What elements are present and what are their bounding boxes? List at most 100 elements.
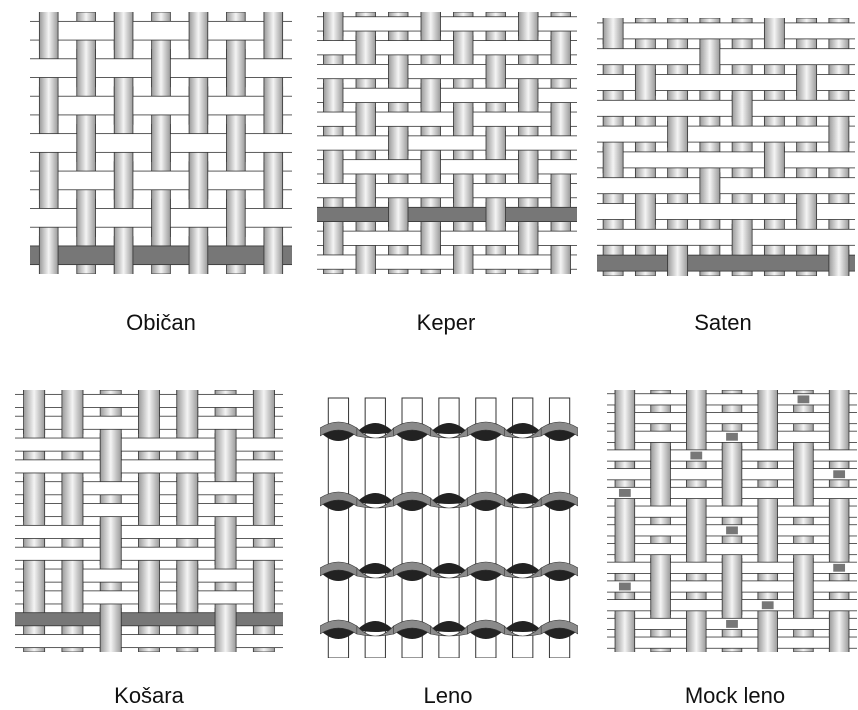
- warp-float: [215, 630, 236, 652]
- warp-float: [62, 390, 83, 412]
- warp-float: [177, 390, 198, 412]
- warp-float: [686, 521, 706, 541]
- weave-mock-leno-diagram: [607, 390, 857, 652]
- warp-float: [177, 564, 198, 587]
- warp-float: [253, 390, 274, 412]
- warp-float: [100, 521, 121, 544]
- warp-float: [829, 390, 849, 409]
- warp-float: [114, 12, 133, 50]
- warp-float: [227, 49, 246, 87]
- warp-float: [797, 198, 817, 225]
- warp-float: [253, 586, 274, 609]
- weft-thread: [30, 96, 292, 115]
- warp-float: [794, 483, 814, 503]
- warp-float: [253, 499, 274, 522]
- warp-float: [177, 499, 198, 522]
- warp-float: [227, 199, 246, 237]
- warp-float: [519, 226, 539, 251]
- warp-float: [100, 433, 121, 456]
- warp-float: [829, 521, 849, 541]
- weft-thread: [597, 23, 855, 39]
- accent-mark: [619, 583, 631, 591]
- warp-float: [62, 564, 83, 587]
- warp-float: [651, 558, 671, 578]
- warp-float: [758, 521, 778, 541]
- warp-float: [686, 390, 706, 409]
- weave-obican: [30, 12, 292, 274]
- weft-thread: [30, 246, 292, 265]
- warp-float: [732, 95, 752, 122]
- warp-float: [454, 250, 474, 274]
- weave-mock-leno: [607, 390, 857, 652]
- accent-mark: [726, 433, 738, 441]
- warp-float: [24, 477, 45, 500]
- warp-float: [114, 86, 133, 124]
- accent-mark: [726, 620, 738, 628]
- warp-float: [215, 521, 236, 544]
- weave-kosara: [15, 390, 283, 652]
- warp-float: [603, 147, 623, 174]
- weft-thread: [597, 229, 855, 245]
- warp-float: [829, 427, 849, 447]
- warp-float: [797, 69, 817, 96]
- weave-keper-diagram: [317, 12, 577, 274]
- weft-thread: [15, 438, 283, 451]
- weave-saten: [597, 18, 855, 276]
- label-mock-leno: Mock leno: [600, 683, 858, 709]
- warp-float: [138, 477, 159, 500]
- accent-mark: [798, 395, 810, 403]
- warp-float: [62, 477, 83, 500]
- warp-float: [829, 539, 849, 559]
- warp-float: [454, 178, 474, 203]
- weave-saten-diagram: [597, 18, 855, 276]
- warp-float: [177, 586, 198, 609]
- warp-float: [486, 131, 506, 156]
- warp-float: [77, 49, 96, 87]
- warp-float: [829, 614, 849, 634]
- accent-mark: [833, 564, 845, 572]
- label-obican: Običan: [26, 310, 296, 336]
- warp-float: [686, 614, 706, 634]
- warp-float: [615, 408, 635, 428]
- warp-float: [100, 630, 121, 652]
- warp-float: [24, 586, 45, 609]
- warp-float: [700, 172, 720, 199]
- warp-float: [77, 124, 96, 162]
- label-keper: Keper: [311, 310, 581, 336]
- warp-float: [389, 131, 409, 156]
- warp-float: [551, 178, 571, 203]
- warp-float: [138, 411, 159, 434]
- warp-float: [215, 455, 236, 478]
- warp-float: [39, 12, 58, 50]
- warp-float: [794, 446, 814, 466]
- warp-float: [722, 446, 742, 466]
- warp-float: [651, 446, 671, 466]
- warp-float: [722, 577, 742, 597]
- warp-float: [215, 433, 236, 456]
- warp-float: [389, 59, 409, 84]
- warp-float: [794, 464, 814, 484]
- warp-float: [758, 539, 778, 559]
- weft-thread: [30, 21, 292, 40]
- warp-float: [100, 608, 121, 631]
- warp-float: [615, 390, 635, 409]
- warp-float: [77, 199, 96, 237]
- warp-float: [519, 83, 539, 108]
- warp-float: [356, 35, 376, 60]
- warp-float: [152, 49, 171, 87]
- warp-float: [651, 595, 671, 615]
- warp-float: [758, 633, 778, 652]
- weft-thread: [15, 547, 283, 560]
- warp-float: [114, 161, 133, 199]
- warp-float: [138, 390, 159, 412]
- warp-float: [615, 633, 635, 652]
- warp-float: [764, 147, 784, 174]
- warp-float: [758, 502, 778, 522]
- weft-thread: [15, 635, 283, 648]
- warp-float: [189, 86, 208, 124]
- warp-float: [152, 199, 171, 237]
- warp-float: [794, 595, 814, 615]
- warp-float: [356, 250, 376, 274]
- accent-mark: [833, 470, 845, 478]
- weft-thread: [607, 394, 857, 405]
